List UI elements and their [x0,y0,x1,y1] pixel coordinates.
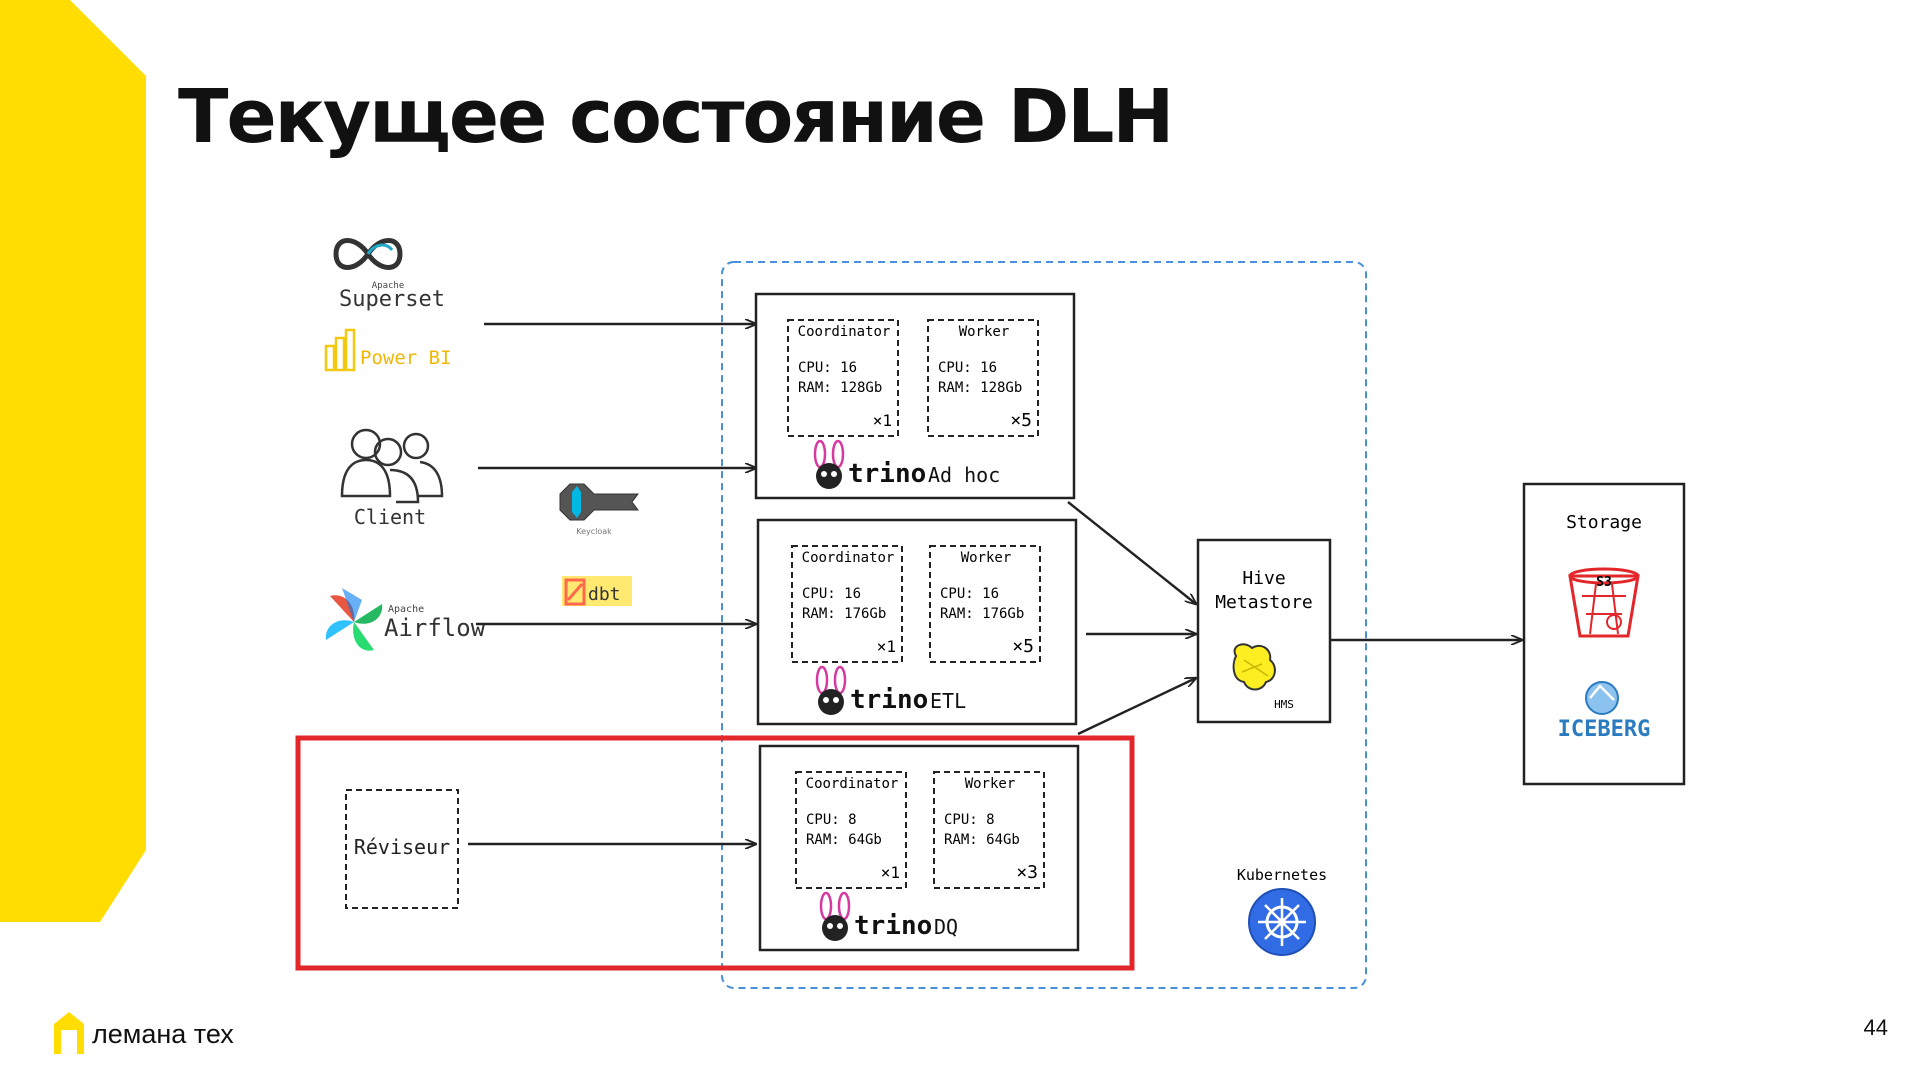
client-group: Client [340,428,444,529]
worker-ram: RAM: 176Gb [940,606,1024,622]
superset-small-label: Apache [372,281,405,291]
arrow-dq-metastore [1077,678,1196,736]
worker-count: ×5 [1012,636,1034,657]
airflow-small-label: Apache [388,604,424,615]
worker-cpu: CPU: 16 [938,360,997,376]
keycloak-label: Keycloak [576,527,612,536]
worker-cpu: CPU: 16 [940,586,999,602]
metastore-line1: Hive [1242,568,1285,589]
trino-bunny-icon [819,891,851,941]
coordinator-cpu: CPU: 8 [806,812,857,828]
worker-ram: RAM: 128Gb [938,380,1022,396]
coordinator-ram: RAM: 176Gb [802,606,886,622]
page-number: 44 [1863,1015,1888,1040]
iceberg-icon [1585,681,1619,715]
hive-bee-icon [1232,643,1276,691]
keycloak-logo: Keycloak [559,483,639,536]
worker-box: Worker CPU: 16 RAM: 128Gb ×5 [927,319,1039,437]
reviseur-box: Réviseur [345,789,459,909]
trino-etl-cluster: Coordinator CPU: 16 RAM: 176Gb ×1 Worker… [756,518,1078,726]
worker-ram: RAM: 64Gb [944,832,1020,848]
airflow-pinwheel-icon [325,588,383,651]
coordinator-cpu: CPU: 16 [798,360,857,376]
coordinator-ram: RAM: 64Gb [806,832,882,848]
coordinator-title: Coordinator [798,324,891,340]
kubernetes-region [721,261,1367,989]
trino-dq-cluster: Coordinator CPU: 8 RAM: 64Gb ×1 Worker C… [758,744,1080,952]
coordinator-box: Coordinator CPU: 16 RAM: 128Gb ×1 [787,319,899,437]
coordinator-box: Coordinator CPU: 16 RAM: 176Gb ×1 [791,545,903,663]
kubernetes-label: Kubernetes [1237,866,1327,884]
cluster-name: Ad hoc [928,463,1000,487]
superset-label: Superset [339,287,445,312]
kubernetes-helm-icon [1248,888,1316,956]
trino-bunny-icon [815,665,847,715]
keycloak-icon [559,483,639,521]
hms-badge: HMS [1274,698,1294,711]
worker-title: Worker [961,550,1012,566]
coordinator-title: Coordinator [802,550,895,566]
coordinator-box: Coordinator CPU: 8 RAM: 64Gb ×1 [795,771,907,889]
hive-metastore-box: Hive Metastore HMS [1196,538,1332,724]
slide-title: Текущее состояние DLH [178,74,1174,160]
worker-cpu: CPU: 8 [944,812,995,828]
worker-title: Worker [959,324,1010,340]
reviseur-label: Réviseur [354,835,450,859]
superset-logo: Apache Superset [333,238,445,312]
powerbi-logo: Power BI [324,328,452,372]
dbt-logo: dbt [562,576,632,606]
storage-title: Storage [1566,512,1642,533]
brand-name: лемана тех [92,1019,234,1049]
s3-label: S3 [1596,575,1612,590]
worker-count: ×5 [1010,410,1032,431]
users-icon [340,428,444,504]
worker-count: ×3 [1016,862,1038,883]
dbt-label: dbt [588,584,621,605]
coordinator-title: Coordinator [806,776,899,792]
airflow-logo: Apache Airflow [325,588,486,651]
worker-box: Worker CPU: 16 RAM: 176Gb ×5 [929,545,1041,663]
coordinator-count: ×1 [881,863,900,882]
airflow-label: Airflow [384,614,486,642]
coordinator-count: ×1 [877,637,896,656]
trino-brand: trino [850,685,928,715]
cluster-name: ETL [930,689,966,713]
accent-stripe [0,0,146,922]
coordinator-cpu: CPU: 16 [802,586,861,602]
powerbi-label: Power BI [360,347,452,369]
worker-box: Worker CPU: 8 RAM: 64Gb ×3 [933,771,1045,889]
coordinator-ram: RAM: 128Gb [798,380,882,396]
coordinator-count: ×1 [873,411,892,430]
trino-brand: trino [854,911,932,941]
kubernetes-logo: Kubernetes [1237,866,1327,956]
storage-box: Storage S3 ICEBERG [1522,482,1686,786]
trino-bunny-icon [813,439,845,489]
metastore-line2: Metastore [1215,592,1313,613]
dq-highlight [295,735,1135,971]
dbt-icon [564,578,586,606]
cluster-name: DQ [934,915,958,939]
trino-adhoc-cluster: Coordinator CPU: 16 RAM: 128Gb ×1 Worker… [754,292,1076,500]
client-label: Client [354,505,426,529]
arrow-adhoc-metastore [1067,501,1196,604]
s3-bucket-icon [1568,567,1640,638]
powerbi-icon [324,328,356,372]
superset-infinity-icon [333,238,403,270]
brand-house-icon [54,1012,84,1054]
worker-title: Worker [965,776,1016,792]
iceberg-label: ICEBERG [1558,717,1651,742]
trino-brand: trino [848,459,926,489]
